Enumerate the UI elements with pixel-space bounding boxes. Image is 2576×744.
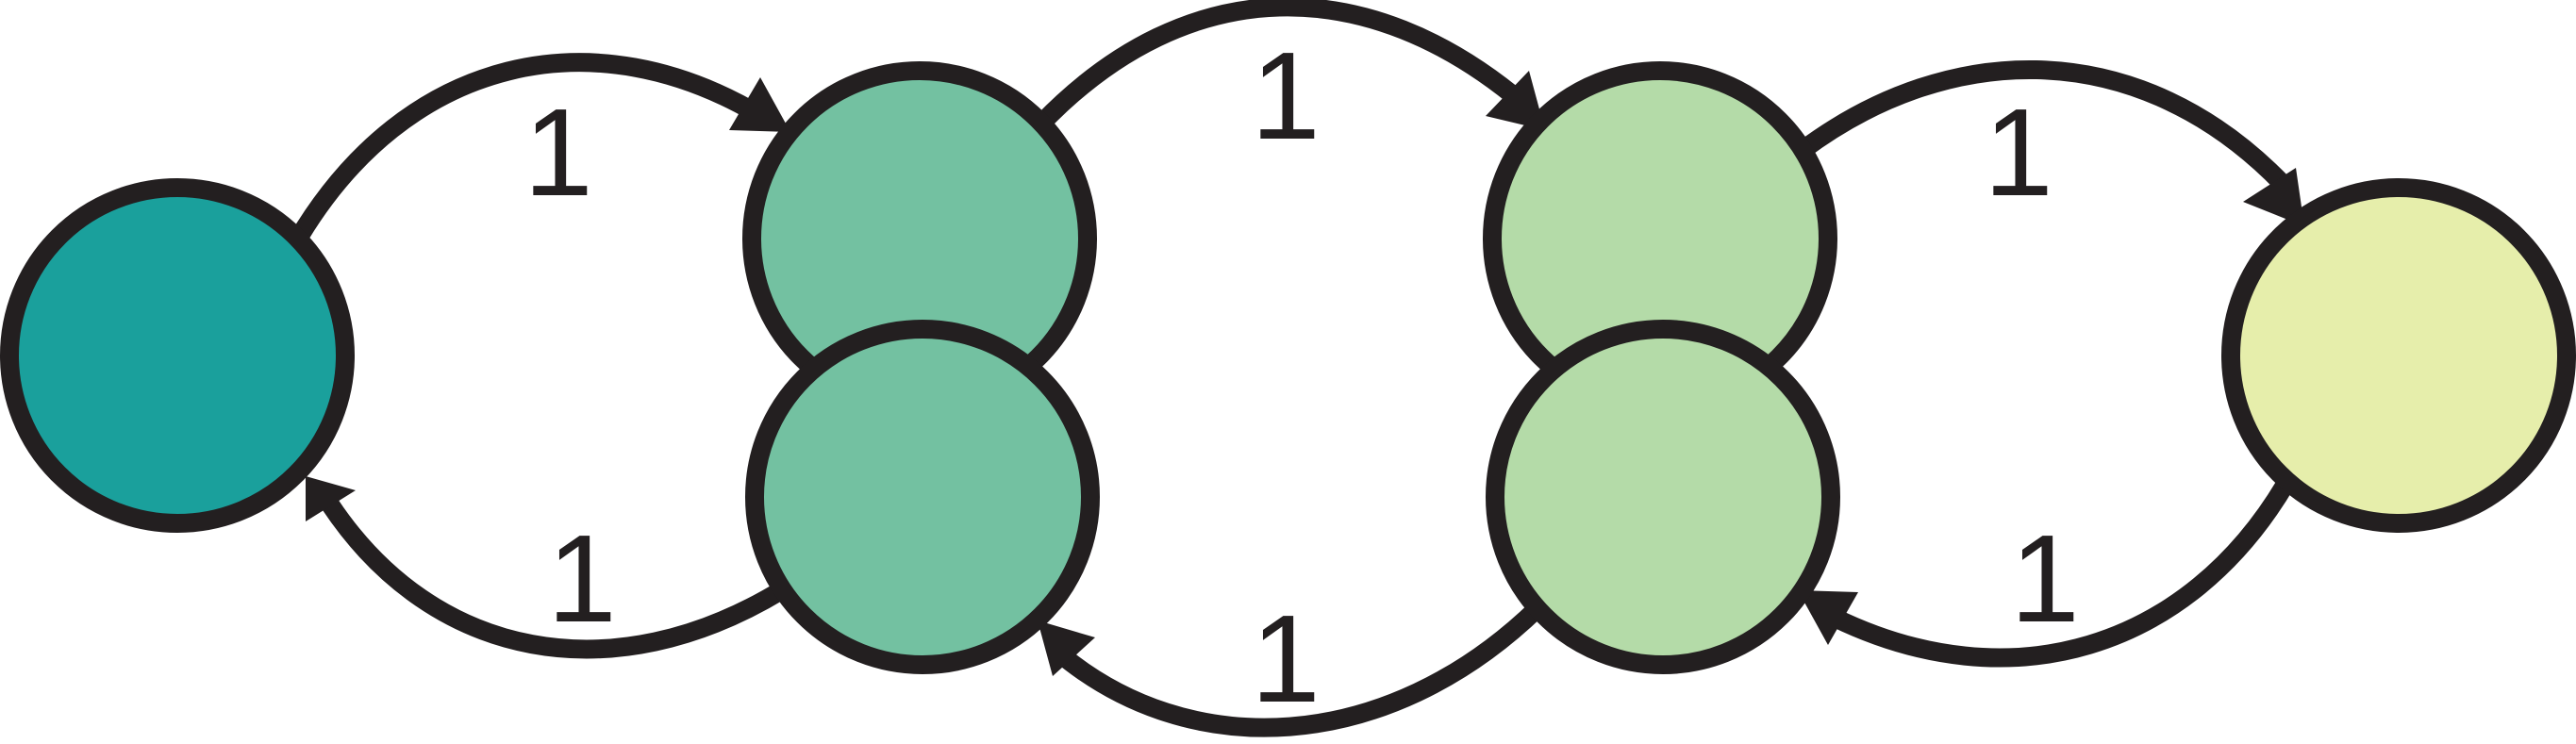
- edge-labels: 1 1 1 1 1 1: [524, 26, 2079, 728]
- edge-n1-to-n2a: [289, 53, 770, 246]
- arrowhead-n3a-to-n4: [2243, 168, 2304, 226]
- edge-n3a-to-n4: [1796, 60, 2290, 190]
- arrowhead-n4-to-n3b: [1798, 590, 1858, 645]
- edge-label-n2b-to-n1: 1: [547, 509, 616, 648]
- edge-n2a-to-n3a: [1035, 0, 1530, 129]
- arrowhead-n3b-to-n2b: [1038, 620, 1095, 676]
- state-node-1: [0, 178, 355, 533]
- edge-n4-to-n3b: [1830, 475, 2296, 668]
- state-node-4: [2221, 178, 2576, 533]
- edges: [289, 0, 2304, 737]
- edge-n3b-to-n2b: [1050, 601, 1544, 737]
- edge-label-n1-to-n2a: 1: [524, 83, 592, 222]
- edge-label-n3a-to-n4: 1: [1984, 83, 2052, 222]
- edge-n2b-to-n1: [322, 499, 789, 659]
- edge-label-n4-to-n3b: 1: [2010, 509, 2079, 648]
- edge-label-n3b-to-n2b: 1: [1251, 589, 1320, 728]
- arrowhead-n2a-to-n3a: [1486, 71, 1545, 130]
- edge-label-n2a-to-n3a: 1: [1251, 26, 1320, 165]
- state-node-3-lower: [1486, 320, 1840, 674]
- nodes: [0, 61, 2576, 674]
- state-node-2-lower: [745, 320, 1100, 674]
- arrowhead-n2b-to-n1: [306, 476, 356, 521]
- arrowhead-n1-to-n2a: [729, 77, 790, 132]
